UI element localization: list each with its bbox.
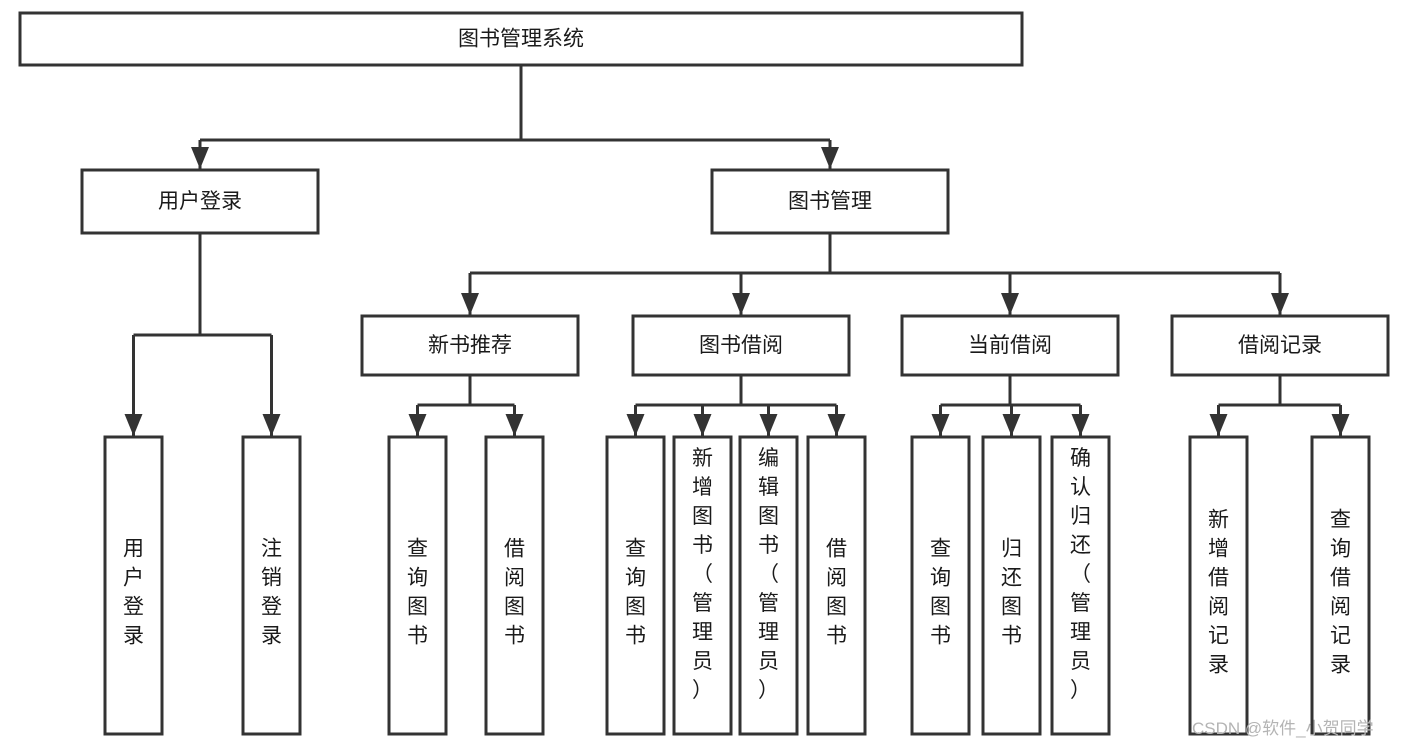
node-label-book-manage: 图书管理 bbox=[788, 190, 872, 213]
node-label-leaf-user-login: 用户登录 bbox=[123, 537, 144, 647]
node-box-borrow-record bbox=[1170, 314, 1390, 377]
node-label-leaf-logout-login: 注销登录 bbox=[261, 537, 282, 647]
node-box-bb-borrow bbox=[806, 435, 867, 736]
node-label-user-login: 用户登录 bbox=[158, 190, 242, 213]
node-nb-borrow[interactable]: 借阅图书 bbox=[484, 435, 545, 736]
arrow-head-icon-cb-confirm bbox=[1071, 414, 1090, 436]
node-bb-borrow[interactable]: 借阅图书 bbox=[806, 435, 867, 736]
node-label-cb-query: 查询图书 bbox=[930, 537, 951, 647]
arrow-head-icon-bb-edit bbox=[759, 414, 778, 436]
arrow-head-icon-book-borrow bbox=[732, 293, 750, 315]
node-label-bb-add: 新增图书（管理员） bbox=[692, 447, 713, 702]
node-user-login[interactable]: 用户登录 bbox=[80, 168, 320, 235]
arrow-head-icon-cb-query bbox=[931, 414, 950, 436]
node-label-bb-borrow: 借阅图书 bbox=[826, 537, 847, 647]
node-box-root bbox=[18, 11, 1024, 67]
node-cb-query[interactable]: 查询图书 bbox=[910, 435, 971, 736]
arrow-head-icon-nb-borrow bbox=[505, 414, 524, 436]
arrow-head-icon-new-book-rec bbox=[461, 293, 479, 315]
node-br-add[interactable]: 新增借阅记录 bbox=[1188, 435, 1249, 736]
node-box-user-login bbox=[80, 168, 320, 235]
node-box-cb-confirm bbox=[1050, 435, 1111, 736]
node-leaf-logout-login[interactable]: 注销登录 bbox=[241, 435, 302, 736]
arrow-head-icon-leaf-logout-login bbox=[262, 414, 281, 436]
node-new-book-rec[interactable]: 新书推荐 bbox=[360, 314, 580, 377]
arrow-head-icon-nb-query bbox=[408, 414, 427, 436]
node-label-cb-confirm: 确认归还（管理员） bbox=[1070, 447, 1091, 702]
node-label-br-add: 新增借阅记录 bbox=[1208, 508, 1229, 676]
node-label-current-borrow: 当前借阅 bbox=[968, 334, 1052, 357]
node-current-borrow[interactable]: 当前借阅 bbox=[900, 314, 1120, 377]
arrow-head-icon-borrow-record bbox=[1271, 293, 1289, 315]
node-book-manage[interactable]: 图书管理 bbox=[710, 168, 950, 235]
node-label-nb-borrow: 借阅图书 bbox=[504, 537, 525, 647]
node-box-cb-return bbox=[981, 435, 1042, 736]
connector-lines bbox=[124, 65, 1350, 436]
arrow-head-icon-bb-query bbox=[626, 414, 645, 436]
arrow-head-icon-user-login bbox=[191, 147, 209, 169]
node-bb-query[interactable]: 查询图书 bbox=[605, 435, 666, 736]
node-box-nb-query bbox=[387, 435, 448, 736]
node-box-bb-add bbox=[672, 435, 733, 736]
node-label-borrow-record: 借阅记录 bbox=[1238, 334, 1322, 357]
node-box-leaf-logout-login bbox=[241, 435, 302, 736]
node-label-bb-query: 查询图书 bbox=[625, 537, 646, 647]
node-box-bb-query bbox=[605, 435, 666, 736]
node-box-cb-query bbox=[910, 435, 971, 736]
node-bb-add[interactable]: 新增图书（管理员） bbox=[672, 435, 733, 736]
node-label-new-book-rec: 新书推荐 bbox=[428, 334, 512, 357]
node-box-current-borrow bbox=[900, 314, 1120, 377]
arrow-head-icon-bb-add bbox=[693, 414, 712, 436]
arrow-head-icon-cb-return bbox=[1002, 414, 1021, 436]
node-borrow-record[interactable]: 借阅记录 bbox=[1170, 314, 1390, 377]
node-book-borrow[interactable]: 图书借阅 bbox=[631, 314, 851, 377]
arrow-head-icon-current-borrow bbox=[1001, 293, 1019, 315]
node-box-book-manage bbox=[710, 168, 950, 235]
node-label-cb-return: 归还图书 bbox=[1001, 537, 1022, 647]
node-box-nb-borrow bbox=[484, 435, 545, 736]
node-bb-edit[interactable]: 编辑图书（管理员） bbox=[738, 435, 799, 736]
node-box-br-query bbox=[1310, 435, 1371, 736]
node-box-bb-edit bbox=[738, 435, 799, 736]
node-cb-confirm[interactable]: 确认归还（管理员） bbox=[1050, 435, 1111, 736]
arrow-head-icon-br-query bbox=[1331, 414, 1350, 436]
node-box-new-book-rec bbox=[360, 314, 580, 377]
node-nb-query[interactable]: 查询图书 bbox=[387, 435, 448, 736]
node-label-nb-query: 查询图书 bbox=[407, 537, 428, 647]
node-box-leaf-user-login bbox=[103, 435, 164, 736]
node-box-br-add bbox=[1188, 435, 1249, 736]
arrow-head-icon-bb-borrow bbox=[827, 414, 846, 436]
node-leaf-user-login[interactable]: 用户登录 bbox=[103, 435, 164, 736]
node-label-book-borrow: 图书借阅 bbox=[699, 334, 783, 357]
arrow-head-icon-br-add bbox=[1209, 414, 1228, 436]
node-cb-return[interactable]: 归还图书 bbox=[981, 435, 1042, 736]
node-label-br-query: 查询借阅记录 bbox=[1330, 508, 1351, 676]
node-box-book-borrow bbox=[631, 314, 851, 377]
node-label-bb-edit: 编辑图书（管理员） bbox=[758, 447, 779, 702]
csdn-watermark: CSDN @软件_小贺同学 bbox=[1192, 719, 1374, 738]
node-root[interactable]: 图书管理系统 bbox=[18, 11, 1024, 67]
arrow-head-icon-book-manage bbox=[821, 147, 839, 169]
node-boxes: 图书管理系统用户登录图书管理新书推荐图书借阅当前借阅借阅记录用户登录注销登录查询… bbox=[18, 11, 1390, 736]
node-label-root: 图书管理系统 bbox=[458, 28, 584, 51]
arrow-head-icon-leaf-user-login bbox=[124, 414, 143, 436]
node-br-query[interactable]: 查询借阅记录 bbox=[1310, 435, 1371, 736]
